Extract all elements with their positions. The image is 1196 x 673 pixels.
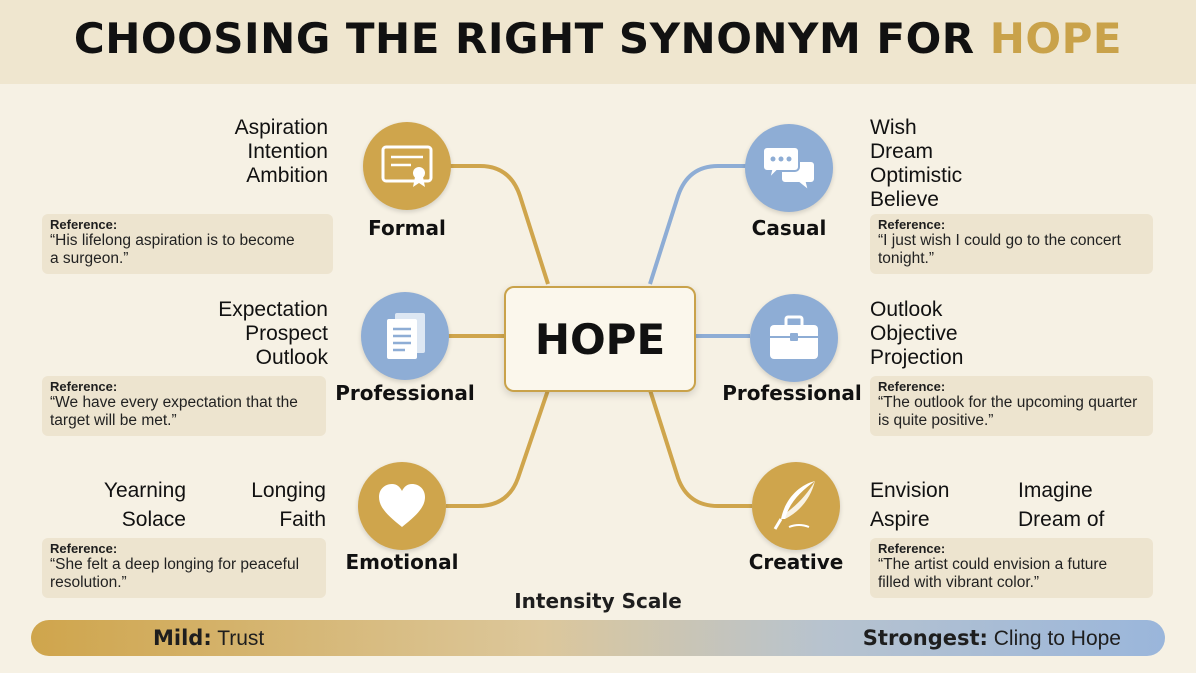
- word: Outlook: [255, 346, 328, 369]
- reference-label: Reference:: [878, 541, 946, 556]
- document-icon: [387, 313, 425, 359]
- emotional-words-col2: Longing Faith: [206, 476, 326, 534]
- word: Ambition: [246, 164, 328, 187]
- formal-node: [363, 122, 451, 210]
- chat-bubbles-icon: [762, 146, 816, 193]
- professional-right-words: Outlook Objective Projection: [870, 298, 1070, 370]
- scale-mild-label: Mild:: [153, 626, 212, 650]
- casual-label: Casual: [751, 216, 827, 240]
- reference-text-line: “His lifelong aspiration is to become: [50, 232, 295, 249]
- scale-title: Intensity Scale: [514, 589, 682, 613]
- emotional-node: [358, 462, 446, 550]
- scale-mild: Mild: Trust: [153, 626, 264, 651]
- connector-formal: [450, 164, 550, 285]
- reference-label: Reference:: [878, 217, 946, 232]
- professional-left-node: [361, 292, 449, 380]
- reference-text-line: tonight.”: [878, 250, 935, 267]
- word: Believe: [870, 188, 939, 211]
- professional-left-reference: Reference: “We have every expectation th…: [42, 376, 326, 436]
- word: Intention: [247, 140, 328, 163]
- connector-emotional: [446, 389, 550, 508]
- creative-reference: Reference: “The artist could envision a …: [870, 538, 1153, 598]
- casual-words: Wish Dream Optimistic Believe: [870, 116, 1070, 212]
- reference-text-line: “She felt a deep longing for peaceful: [50, 556, 300, 573]
- center-node: HOPE: [504, 286, 696, 392]
- reference-text-line: filled with vibrant color.”: [878, 574, 1040, 591]
- reference-label: Reference:: [50, 379, 118, 394]
- reference-text-line: is quite positive.”: [878, 412, 994, 429]
- formal-reference: Reference: “His lifelong aspiration is t…: [42, 214, 333, 274]
- word: Dream: [870, 140, 934, 163]
- word: Longing: [251, 479, 326, 502]
- reference-text-line: resolution.”: [50, 574, 127, 591]
- word: Imagine: [1018, 479, 1093, 502]
- intensity-scale-bar: Mild: Trust Strongest: Cling to Hope: [31, 620, 1165, 656]
- casual-node: [745, 124, 833, 212]
- professional-right-reference: Reference: “The outlook for the upcoming…: [870, 376, 1153, 436]
- emotional-reference: Reference: “She felt a deep longing for …: [42, 538, 326, 598]
- professional-left-label: Professional: [335, 381, 475, 405]
- emotional-label: Emotional: [345, 550, 459, 574]
- page-title: CHOOSING THE RIGHT SYNONYM FOR HOPE: [73, 14, 1123, 63]
- scale-strong-value: Cling to Hope: [993, 627, 1121, 650]
- creative-node: [752, 462, 840, 550]
- title-band: [0, 0, 1196, 84]
- creative-words-col2: Imagine Dream of: [1018, 476, 1148, 534]
- word: Outlook: [870, 298, 943, 321]
- word: Prospect: [245, 322, 328, 345]
- word: Projection: [870, 346, 964, 369]
- certificate-icon: [381, 145, 433, 187]
- emotional-words-col1: Yearning Solace: [60, 476, 186, 534]
- word: Objective: [870, 322, 958, 345]
- professional-right-node: [750, 294, 838, 382]
- word: Faith: [279, 508, 326, 531]
- scale-mild-value: Trust: [217, 627, 265, 650]
- scale-strongest: Strongest: Cling to Hope: [863, 626, 1121, 651]
- connector-casual: [648, 164, 746, 285]
- heart-icon: [379, 484, 425, 527]
- word: Optimistic: [870, 164, 963, 187]
- reference-label: Reference:: [50, 217, 118, 232]
- word: Expectation: [218, 298, 328, 321]
- reference-text-line: “We have every expectation that the: [50, 394, 298, 411]
- word: Solace: [121, 508, 186, 531]
- reference-text-line: target will be met.”: [50, 412, 177, 429]
- briefcase-icon: [770, 315, 818, 359]
- reference-text-line: “The artist could envision a future: [878, 556, 1108, 573]
- word: Wish: [870, 116, 917, 139]
- formal-label: Formal: [368, 216, 446, 240]
- word: Envision: [870, 479, 950, 502]
- scale-strong-label: Strongest:: [862, 626, 988, 650]
- word: Aspiration: [234, 116, 328, 139]
- reference-text-line: a surgeon.”: [50, 250, 129, 267]
- title-highlight: HOPE: [989, 14, 1123, 63]
- reference-label: Reference:: [50, 541, 118, 556]
- connector-creative: [648, 389, 752, 508]
- reference-text-line: “I just wish I could go to the concert: [878, 232, 1121, 249]
- reference-text-line: “The outlook for the upcoming quarter: [878, 394, 1138, 411]
- word: Dream of: [1018, 508, 1105, 531]
- word: Aspire: [870, 508, 930, 531]
- creative-words-col1: Envision Aspire: [870, 476, 1000, 534]
- professional-left-words: Expectation Prospect Outlook: [190, 298, 328, 370]
- quill-icon: [773, 481, 815, 530]
- reference-label: Reference:: [878, 379, 946, 394]
- professional-right-label: Professional: [722, 381, 862, 405]
- casual-reference: Reference: “I just wish I could go to th…: [870, 214, 1153, 274]
- word: Yearning: [103, 479, 186, 502]
- formal-words: Aspiration Intention Ambition: [200, 116, 328, 188]
- creative-label: Creative: [748, 550, 844, 574]
